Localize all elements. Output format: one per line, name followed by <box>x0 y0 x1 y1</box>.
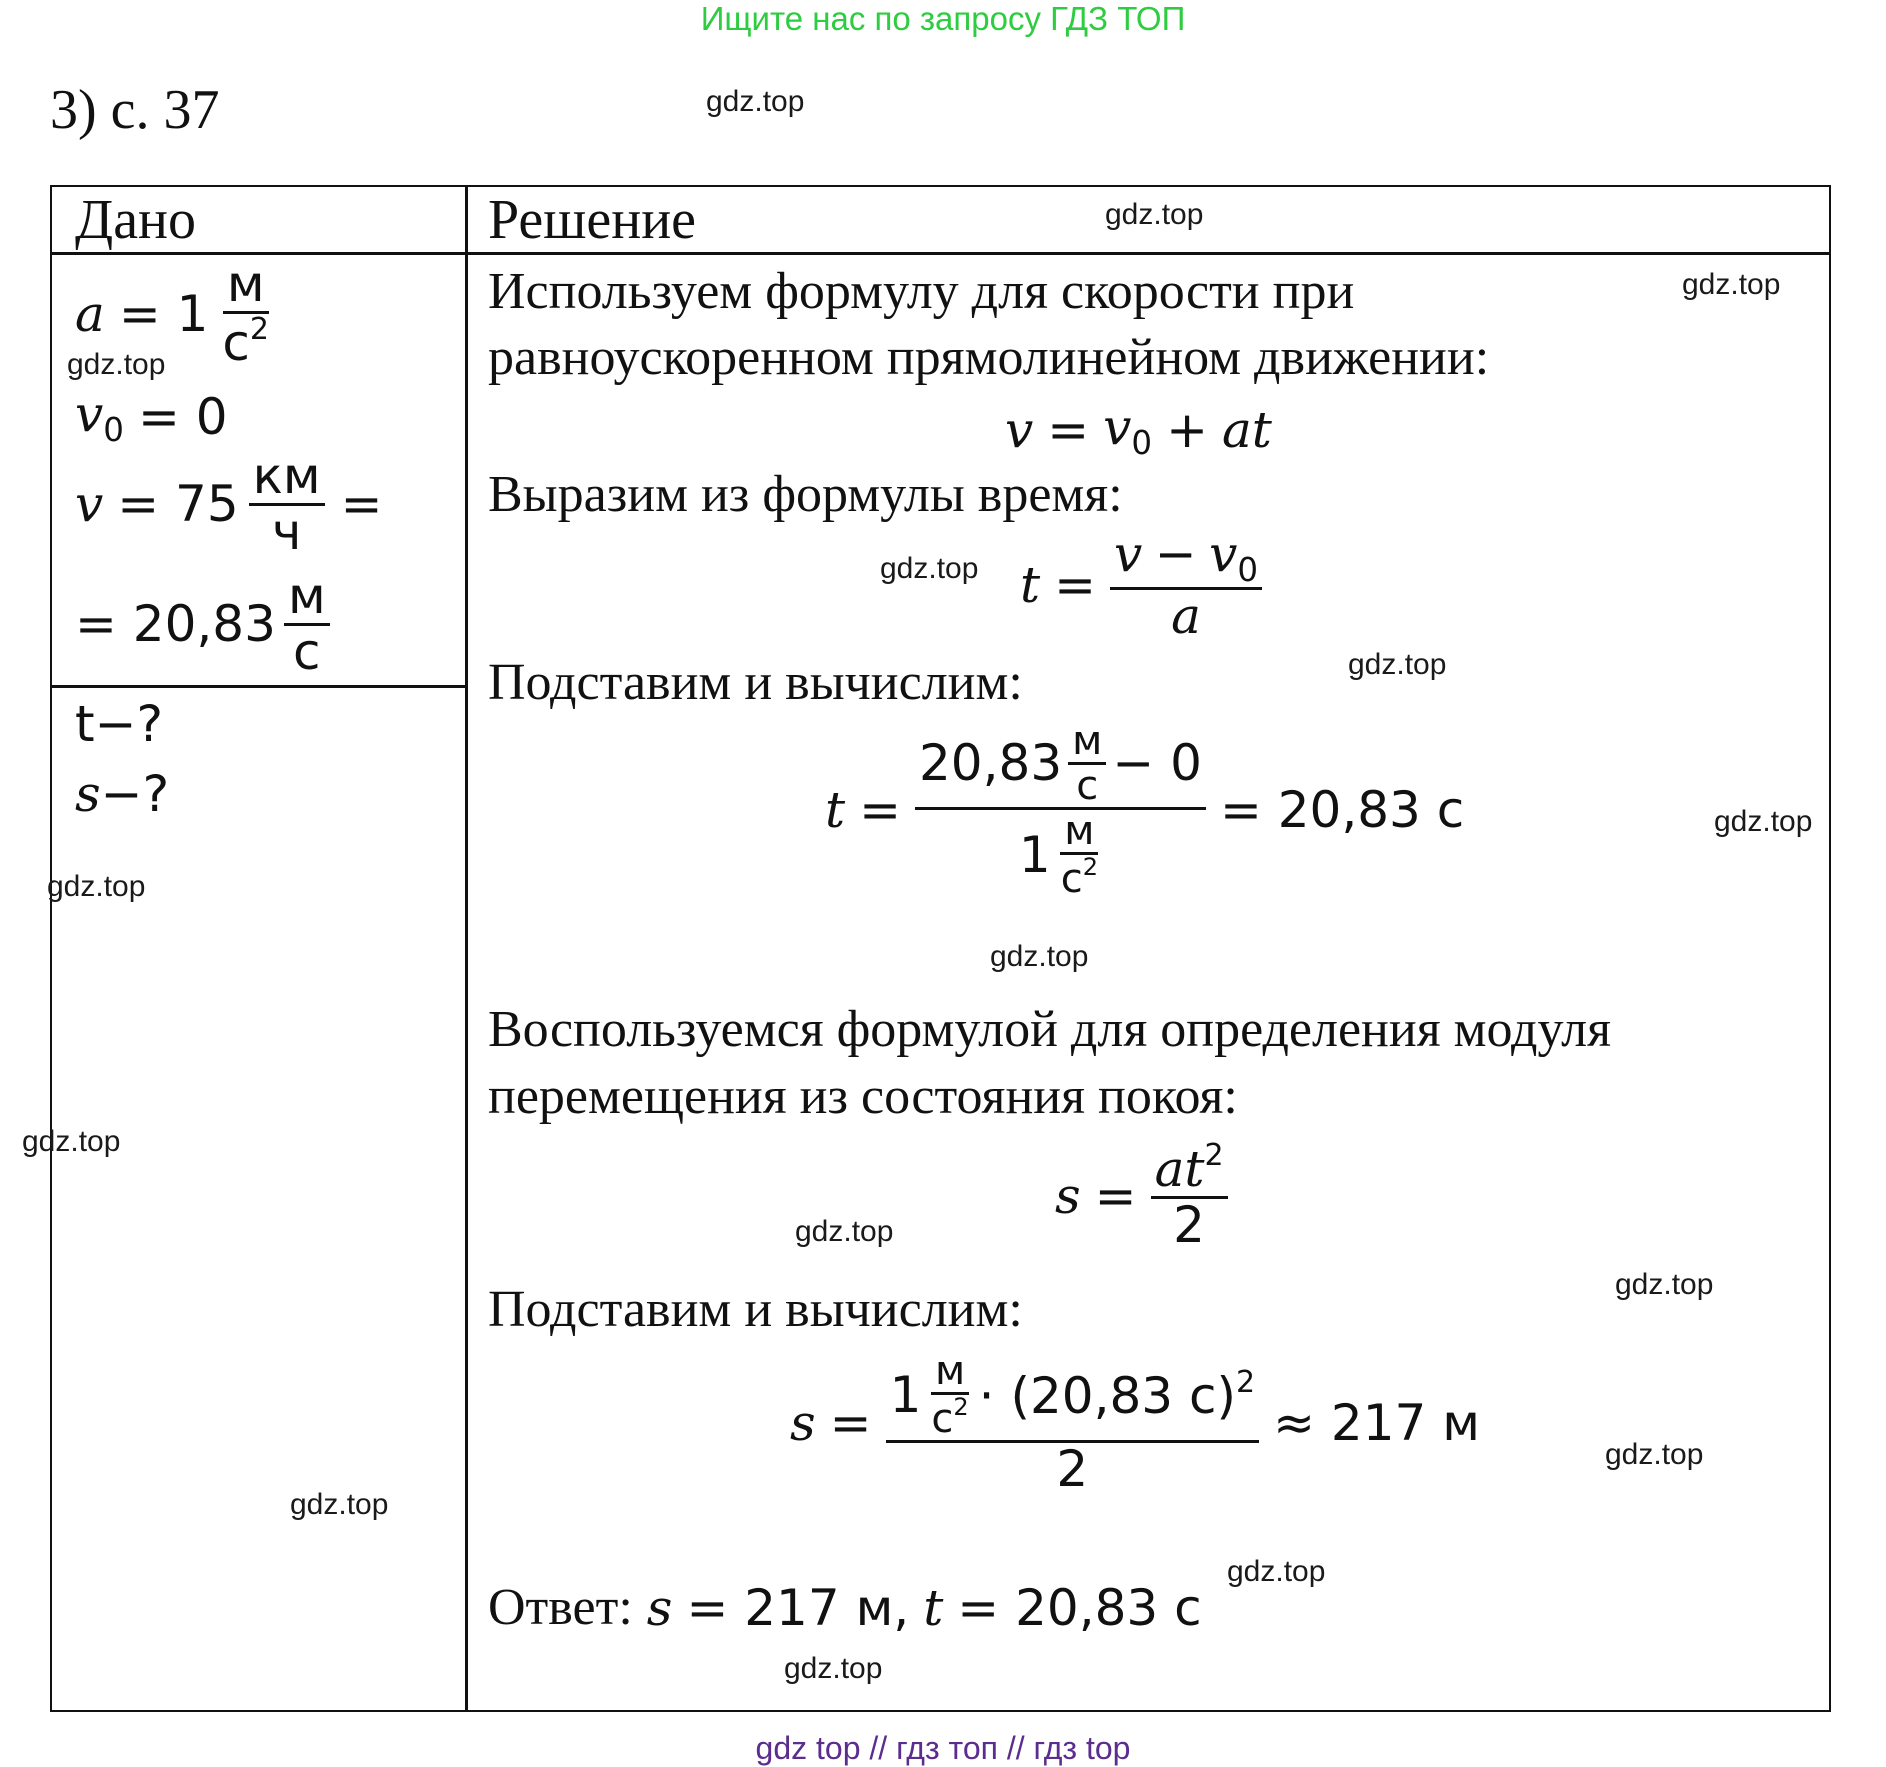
watermark: gdz.top <box>706 85 805 118</box>
watermark: gdz.top <box>47 870 146 903</box>
watermark: gdz.top <box>1605 1438 1704 1471</box>
header-divider <box>50 252 1831 255</box>
solution-paragraph-1b: равноускоренном прямолинейном движении: <box>488 329 1490 386</box>
solution-paragraph-2: Выразим из формулы время: <box>488 466 1123 523</box>
task-number: 3) с. 37 <box>50 79 220 141</box>
watermark: gdz.top <box>784 1652 883 1685</box>
bottom-banner: gdz top // гдз топ // гдз top <box>755 1730 1131 1766</box>
watermark: gdz.top <box>1105 198 1204 231</box>
watermark: gdz.top <box>880 552 979 585</box>
solution-paragraph-4a: Воспользуемся формулой для определения м… <box>488 1001 1612 1058</box>
watermark: gdz.top <box>1615 1268 1714 1301</box>
find-time: t−? <box>75 695 164 753</box>
watermark: gdz.top <box>1348 648 1447 681</box>
formula-displacement: s = at2 2 <box>1055 1140 1228 1251</box>
find-displacement: s−? <box>75 765 170 823</box>
given-header: Дано <box>75 189 197 251</box>
watermark: gdz.top <box>1682 268 1781 301</box>
column-divider <box>465 185 468 1712</box>
formula-time: t = v − v0 a <box>1020 528 1263 642</box>
solution-paragraph-5: Подставим и вычислим: <box>488 1281 1023 1338</box>
watermark: gdz.top <box>67 348 166 381</box>
formula-velocity: v = v0 + at <box>1005 398 1272 462</box>
watermark: gdz.top <box>22 1125 121 1158</box>
solution-header: Решение <box>488 189 697 251</box>
solution-paragraph-1a: Используем формулу для скорости при <box>488 263 1355 320</box>
watermark: gdz.top <box>795 1215 894 1248</box>
given-velocity: v = 75 км ч = <box>75 447 383 561</box>
watermark: gdz.top <box>1714 805 1813 838</box>
given-initial-velocity: v0 = 0 <box>75 385 228 449</box>
given-velocity-si: = 20,83 м с <box>75 570 330 678</box>
table-frame <box>50 185 1831 1712</box>
solution-paragraph-4b: перемещения из состояния покоя: <box>488 1068 1238 1125</box>
watermark: gdz.top <box>990 940 1089 973</box>
solution-paragraph-3: Подставим и вычислим: <box>488 654 1023 711</box>
given-find-divider <box>50 685 467 688</box>
given-acceleration: a = 1 м с2 <box>75 255 270 372</box>
answer-line: Ответ: s = 217 м, t = 20,83 с <box>488 1578 1202 1637</box>
top-banner: Ищите нас по запросу ГДЗ ТОП <box>700 0 1186 37</box>
watermark: gdz.top <box>290 1488 389 1521</box>
watermark: gdz.top <box>1227 1555 1326 1588</box>
